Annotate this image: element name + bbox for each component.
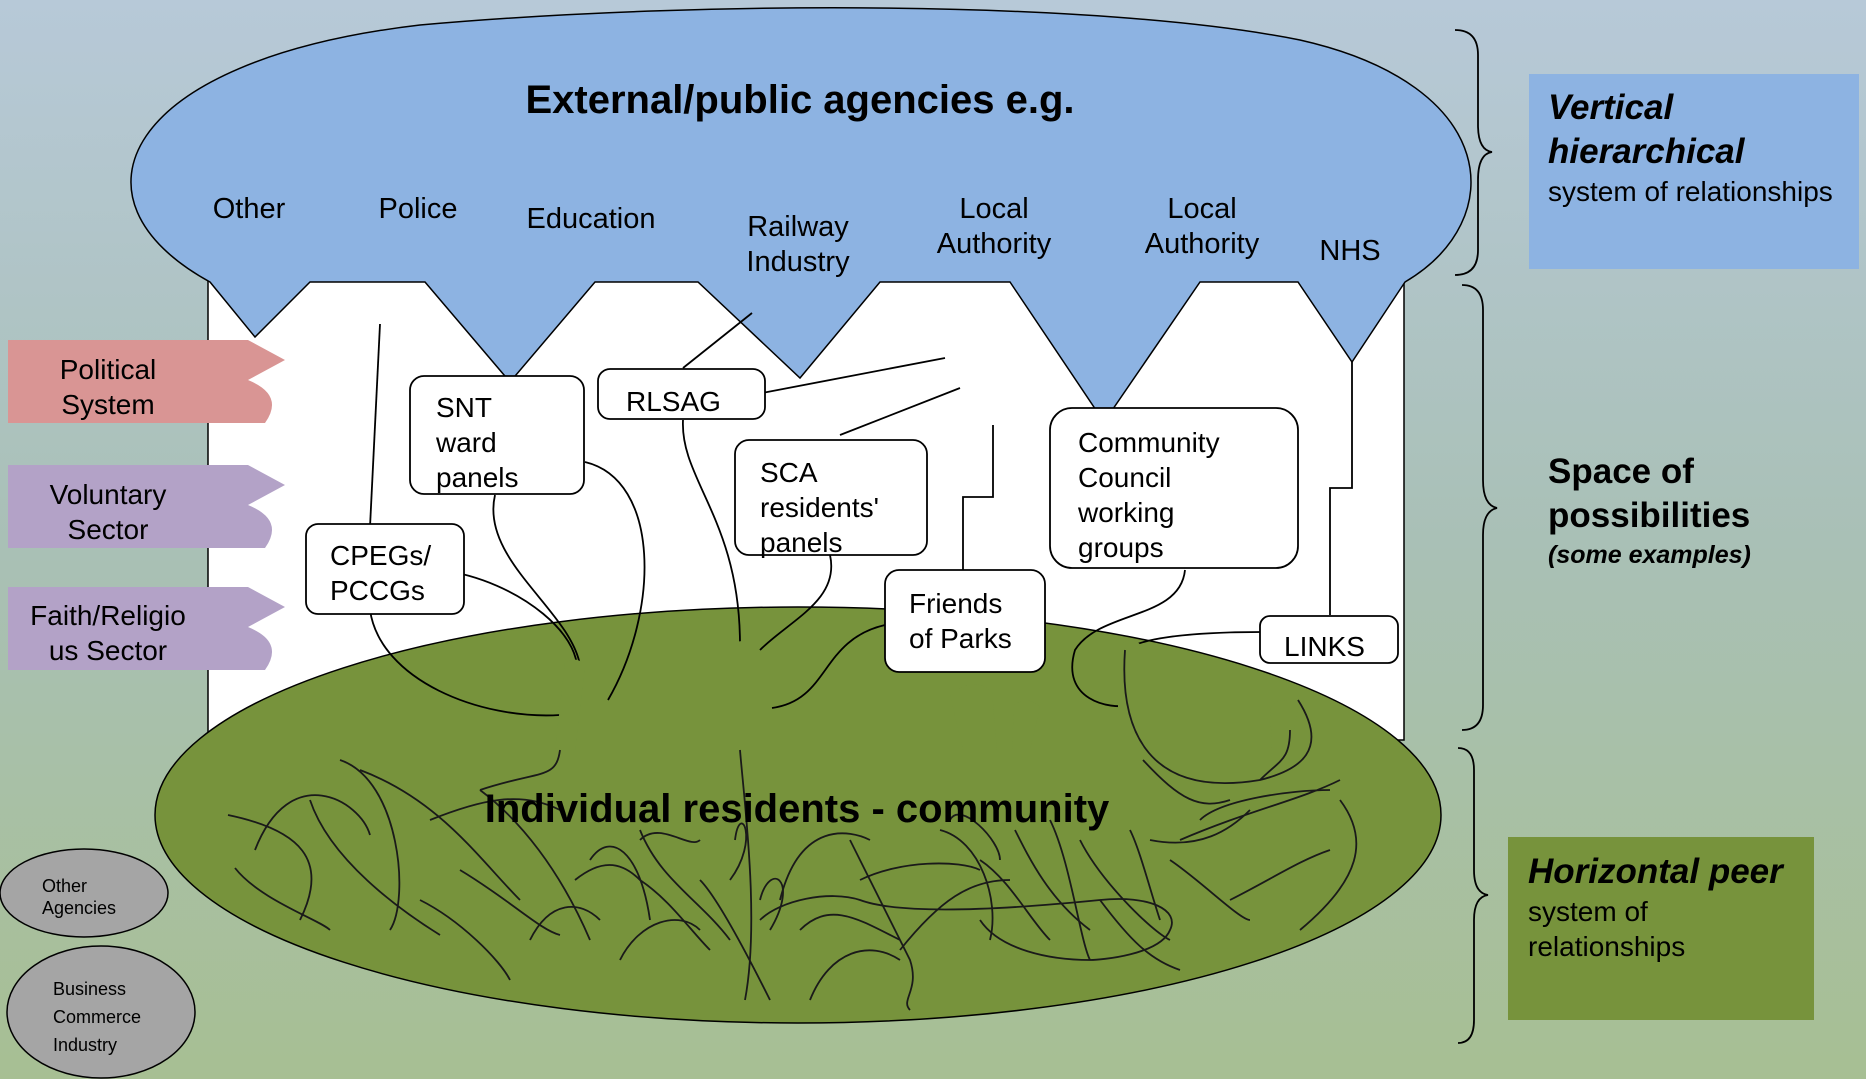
agency-local-authority-2: Local Authority [1144,193,1260,260]
other-agencies-label: Other Agencies [42,876,117,918]
horizontal-label: Horizontal peer system of relationships [1528,850,1798,964]
box-links [1259,615,1399,664]
agency-police: Police [378,193,458,225]
vertical-plain: system of relationships [1548,176,1833,207]
space-label: Space of possibilities (some examples) [1548,450,1848,572]
box-snt-ward-panels [409,375,585,495]
box-label-community-council: Community Council working groups [1078,427,1220,563]
agency-railway-industry: Railway Industry [746,211,850,278]
box-friends-of-parks [884,569,1046,673]
agency-education: Education [526,203,656,235]
vertical-emph: Vertical hierarchical [1548,88,1745,171]
box-label-snt: SNT ward panels [436,392,519,493]
sector-arrow-voluntary [8,465,285,548]
vertical-box [1529,74,1859,269]
sector-faith: Faith/Religio us Sector [30,600,186,666]
vertical-label: Vertical hierarchical system of relation… [1548,86,1848,209]
right-braces [1454,29,1498,1044]
horizontal-plain: system of relationships [1528,896,1686,962]
box-community-council [1049,407,1299,569]
box-label-links: LINKS [1284,631,1365,662]
community-title: Individual residents - community [484,787,1110,831]
other-agencies-ellipse [0,848,169,938]
horizontal-emph: Horizontal peer [1528,852,1783,891]
sector-political: Political System [59,354,157,420]
box-label-friends-of-parks: Friends of Parks [909,588,1012,654]
agency-other: Other [212,193,286,225]
box-sca-residents-panels [734,439,928,556]
space-bold: Space of possibilities [1548,452,1751,535]
business-ellipse [6,945,196,1079]
business-label: Business Commerce Industry [53,979,142,1055]
sector-arrow-political [8,340,285,423]
box-label-rlsag: RLSAG [626,386,721,417]
agency-local-authority-1: Local Authority [936,193,1052,260]
external-agencies-title: External/public agencies e.g. [525,78,1075,122]
community-stalks [555,640,1298,750]
agencies-shape [130,7,1472,424]
sector-arrow-faith [8,587,285,670]
sector-voluntary: Voluntary Sector [49,479,167,545]
box-cpegs-pccgs [305,523,465,615]
agency-nhs: NHS [1319,235,1381,267]
horizontal-box [1508,837,1814,1020]
sector-arrows [8,340,285,670]
connection-lines [369,312,1353,717]
box-label-cpegs: CPEGs/ PCCGs [330,540,432,606]
space-sub: (some examples) [1548,541,1751,569]
box-rlsag [597,368,766,420]
possibility-boxes [305,368,1399,673]
box-label-sca: SCA residents' panels [760,457,879,558]
resident-connections [227,649,1358,1011]
